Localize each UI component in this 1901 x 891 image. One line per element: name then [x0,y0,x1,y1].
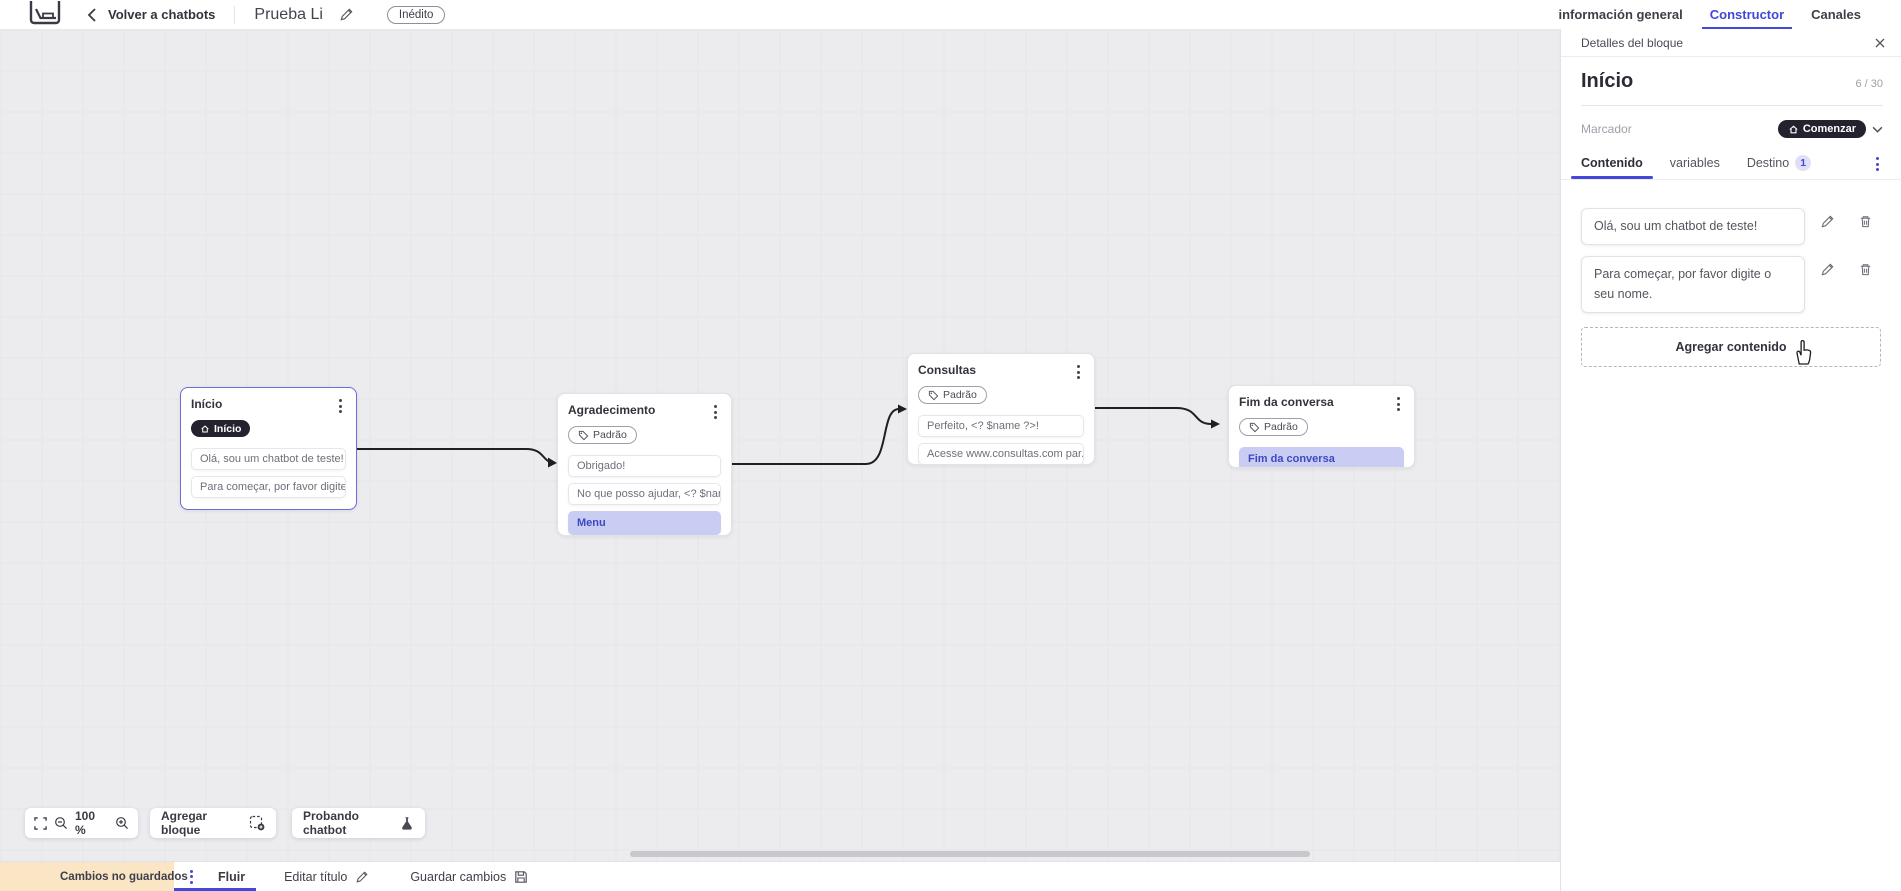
app-logo-icon [29,0,61,24]
tag-icon [578,430,589,440]
block-agradecimento[interactable]: Agradecimento Padrão Obrigado! No que po… [557,393,732,536]
tab-destino[interactable]: Destino 1 [1747,155,1812,180]
save-changes-button[interactable]: Guardar cambios [410,870,528,884]
panel-tabs: Contenido variables Destino 1 [1561,155,1901,180]
zoom-toolbar: 100 % [25,808,138,838]
block-title: Agradecimento [568,403,656,417]
tag-icon [1249,422,1260,432]
block-name: Início [1581,70,1634,92]
back-to-chatbots-link[interactable]: Volver a chatbots [108,7,216,22]
panel-title: Detalles del bloque [1581,35,1684,50]
tab-constructor[interactable]: Constructor [1701,0,1793,29]
block-menu-icon[interactable] [1073,363,1084,381]
header-divider [234,5,236,24]
edge-consultas-fim [1094,407,1213,425]
edge-inicio-agradecimento [356,448,550,463]
block-row[interactable]: Para começar, por favor digite o ... [191,475,346,498]
edit-title-button[interactable]: Editar título [284,870,369,884]
edit-title-icon[interactable] [339,7,354,22]
fit-screen-icon[interactable] [34,816,47,830]
edit-content-icon[interactable] [1820,214,1835,229]
horizontal-scrollbar[interactable] [630,851,1310,857]
tab-informacion-general[interactable]: información general [1558,7,1683,22]
unsaved-changes-indicator: Cambios no guardados [0,862,188,891]
chevron-down-icon[interactable] [1872,126,1883,133]
chatbot-title: Prueba Li [254,5,323,23]
add-content-button[interactable]: Agregar contenido [1581,327,1881,368]
save-icon [514,870,528,884]
block-menu-icon[interactable] [1393,395,1404,413]
block-title: Início [191,397,223,411]
edge-agradecimento-consultas [731,408,900,465]
content-text-card[interactable]: Para começar, por favor digite o seu nom… [1581,256,1805,314]
block-row-menu[interactable]: Menu [568,510,721,535]
block-inicio[interactable]: Início Início Olá, sou um chatbot de tes… [180,387,357,510]
block-row[interactable]: Acesse www.consultas.com par... [918,442,1084,464]
flow-canvas[interactable]: Início Início Olá, sou um chatbot de tes… [0,29,1560,861]
home-icon [1789,125,1798,133]
status-badge: Inédito [386,5,446,24]
delete-content-icon[interactable] [1858,262,1873,277]
tab-contenido[interactable]: Contenido [1571,156,1653,179]
marker-value-pill[interactable]: Comenzar [1777,120,1866,138]
name-char-counter: 6 / 30 [1855,78,1883,90]
block-details-panel: Detalles del bloque Início 6 / 30 Marcad… [1560,29,1901,891]
block-type-badge: Padrão [918,386,987,404]
flow-menu-icon[interactable] [186,868,197,886]
add-block-icon [249,815,265,831]
panel-menu-icon[interactable] [1872,155,1883,180]
content-item: Para começar, por favor digite o seu nom… [1581,256,1883,314]
block-menu-icon[interactable] [335,397,346,415]
block-marker-badge: Início [191,420,251,437]
block-type-badge: Padrão [568,426,637,444]
block-title: Consultas [918,363,977,377]
unsaved-changes-label: Cambios no guardados [60,870,188,883]
tab-canales[interactable]: Canales [1811,7,1861,22]
tabs-divider [1561,179,1901,180]
tab-fluir[interactable]: Fluir [218,869,246,884]
active-flow-tab-underline [174,888,256,891]
marker-label: Marcador [1581,122,1632,136]
top-header: Volver a chatbots Prueba Li Inédito info… [0,0,1901,29]
tab-variables[interactable]: variables [1669,156,1720,170]
block-row[interactable]: Perfeito, <? $name ?>! [918,414,1084,437]
zoom-out-icon[interactable] [54,816,68,830]
zoom-in-icon[interactable] [115,816,129,830]
block-consultas[interactable]: Consultas Padrão Perfeito, <? $name ?>! … [907,353,1095,465]
block-row[interactable]: Obrigado! [568,454,721,477]
edit-content-icon[interactable] [1820,262,1835,277]
block-row[interactable]: No que posso ajudar, <? $name ... [568,482,721,505]
add-block-button[interactable]: Agregar bloque [150,808,276,838]
delete-content-icon[interactable] [1858,214,1873,229]
block-row[interactable]: Olá, sou um chatbot de teste! [191,447,346,470]
block-type-badge: Padrão [1239,418,1308,436]
destino-count-badge: 1 [1795,155,1812,171]
close-icon[interactable] [1874,37,1886,49]
block-menu-icon[interactable] [710,403,721,421]
home-icon [201,424,209,432]
flow-connections [356,404,1220,468]
block-title: Fim da conversa [1239,395,1334,409]
content-item: Olá, sou um chatbot de teste! [1581,208,1883,246]
header-tabs: información general Constructor Canales [1558,0,1861,29]
flask-icon [400,816,414,830]
bottom-bar: Cambios no guardados Fluir Editar título… [0,861,1560,891]
test-chatbot-button[interactable]: Probando chatbot [292,808,425,838]
zoom-level: 100 % [75,809,96,837]
block-row-end[interactable]: Fim da conversa [1239,446,1404,467]
chevron-left-icon [87,7,96,22]
back-button[interactable] [87,7,97,22]
block-fim-da-conversa[interactable]: Fim da conversa Padrão Fim da conversa [1228,385,1415,468]
content-text-card[interactable]: Olá, sou um chatbot de teste! [1581,208,1805,246]
tag-icon [928,390,939,400]
pencil-icon [355,870,369,884]
